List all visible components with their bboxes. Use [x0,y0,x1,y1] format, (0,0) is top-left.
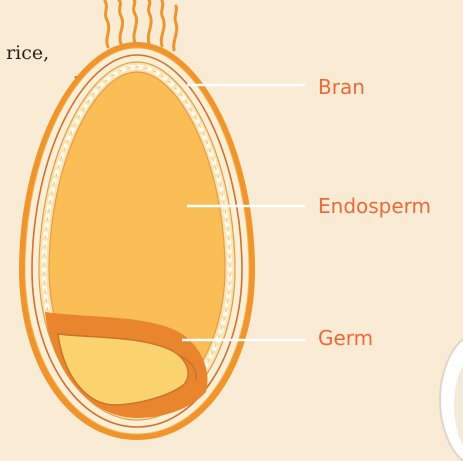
bowl [440,330,463,461]
germ-label: Germ [318,326,373,350]
bran-label: Bran [318,75,365,99]
endosperm-label: Endosperm [318,194,431,218]
